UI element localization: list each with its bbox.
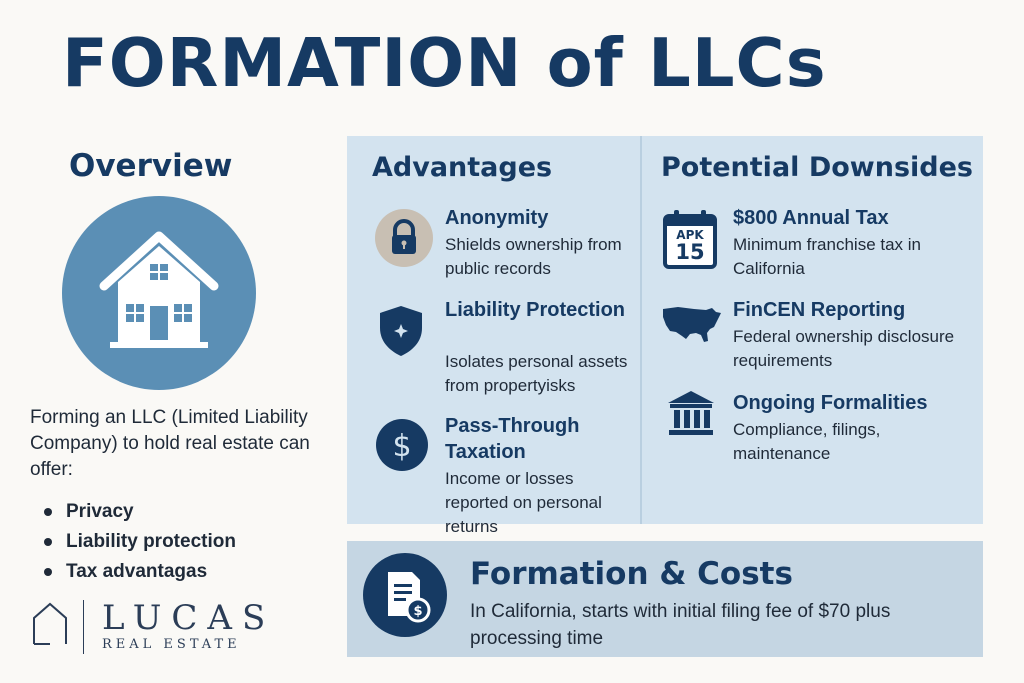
advantages-heading: Advantages <box>372 152 553 183</box>
formation-costs-desc: In California, starts with initial filin… <box>470 601 891 649</box>
downside-desc: Minimum franchise tax in California <box>733 235 922 278</box>
panel-divider <box>640 136 642 524</box>
page-title: FORMATION of LLCs <box>62 24 827 102</box>
list-item: Tax advantagas <box>44 557 236 587</box>
shield-icon <box>380 306 422 356</box>
advantage-title: Pass-Through Taxation <box>445 415 580 463</box>
overview-bullet-list: Privacy Liability protection Tax advanta… <box>44 497 236 587</box>
lock-icon <box>375 209 433 267</box>
list-item: Privacy <box>44 497 236 527</box>
list-item: Liability protection <box>44 527 236 557</box>
svg-text:$: $ <box>413 604 422 619</box>
calendar-day: 15 <box>675 240 705 264</box>
calendar-icon: APK 15 <box>662 208 718 270</box>
comparison-panel <box>347 136 983 524</box>
advantage-title: Anonymity <box>445 207 549 229</box>
advantage-title: Liability Protection <box>445 299 626 321</box>
downside-desc: Compliance, filings, maintenance <box>733 420 881 463</box>
advantage-desc: Income or losses reported on personal re… <box>445 469 602 536</box>
overview-intro: Forming an LLC (Limited Liability Compan… <box>30 407 310 480</box>
calendar-month: APK <box>676 228 704 242</box>
formation-costs-panel <box>347 541 983 657</box>
bullet-icon <box>44 508 52 516</box>
dollar-icon: $ <box>376 419 428 471</box>
advantage-desc: Shields ownership from public records <box>445 235 622 278</box>
logo-subtitle: REAL ESTATE <box>102 637 241 652</box>
formation-costs-title: Formation & Costs <box>470 556 793 592</box>
downside-desc: Federal ownership disclosure requirement… <box>733 327 955 370</box>
advantage-desc: Isolates personal assets from propertyis… <box>445 352 628 395</box>
us-map-icon <box>663 307 721 342</box>
downside-title: Ongoing Formalities <box>733 392 928 414</box>
logo-divider <box>83 600 84 654</box>
svg-text:$: $ <box>392 429 411 464</box>
document-dollar-icon: $ <box>363 553 447 637</box>
downsides-heading: Potential Downsides <box>661 152 973 183</box>
bank-icon <box>668 391 714 435</box>
bullet-icon <box>44 568 52 576</box>
house-icon <box>62 196 256 390</box>
logo-name: LUCAS <box>102 598 276 638</box>
overview-heading: Overview <box>69 148 233 184</box>
downside-title: FinCEN Reporting <box>733 299 906 321</box>
downside-title: $800 Annual Tax <box>733 207 889 229</box>
logo-house-icon <box>33 602 67 645</box>
bullet-icon <box>44 538 52 546</box>
